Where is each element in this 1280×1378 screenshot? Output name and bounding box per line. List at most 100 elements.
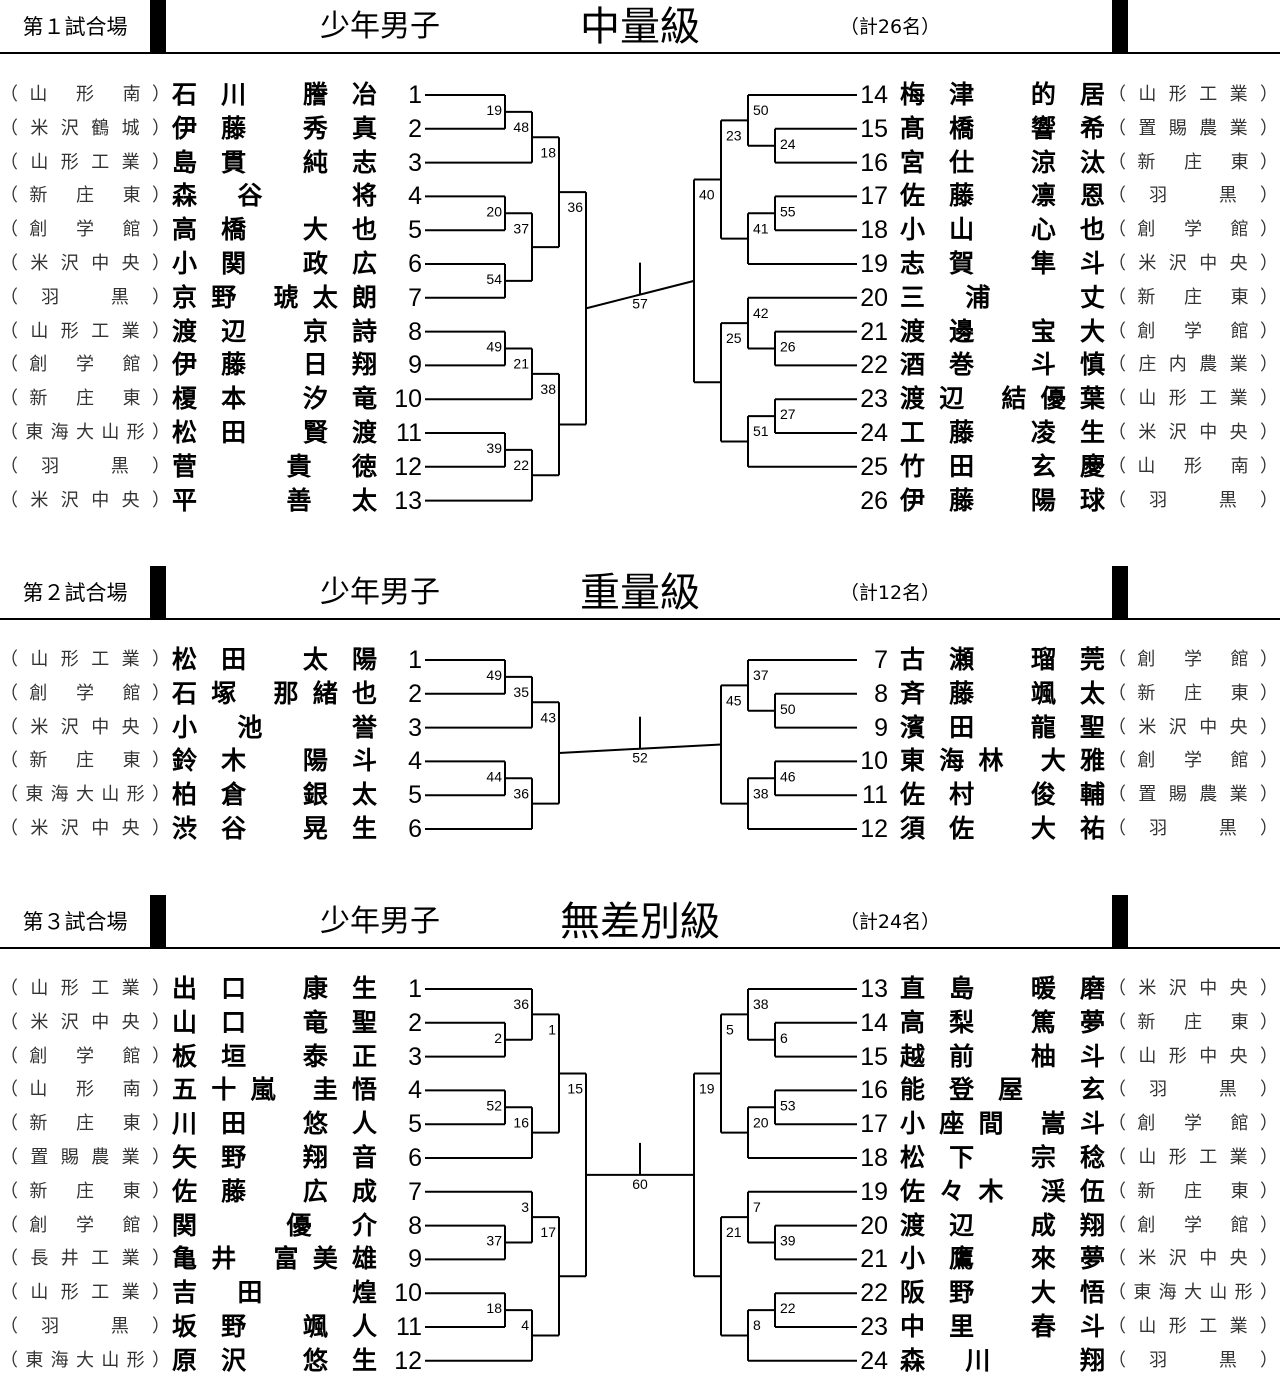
school-name: （東海大山形） bbox=[0, 1349, 170, 1371]
school-name: （山形工業） bbox=[1108, 1316, 1278, 1337]
match-number: 45 bbox=[726, 692, 742, 708]
school-name: （羽 黒） bbox=[0, 286, 170, 308]
match-number: 15 bbox=[567, 1081, 583, 1097]
draw-number: 14 bbox=[860, 81, 888, 109]
athlete-name: 菅 貴徳 bbox=[172, 451, 377, 481]
draw-number: 6 bbox=[408, 815, 422, 843]
athlete-name: 梅津 的居 bbox=[900, 80, 1105, 109]
match-number: 21 bbox=[726, 1224, 742, 1240]
draw-number: 22 bbox=[860, 351, 888, 380]
athlete-name: 伊藤 陽球 bbox=[900, 485, 1105, 515]
match-number: 3 bbox=[521, 1199, 529, 1215]
school-name: （米沢中央） bbox=[0, 1011, 170, 1033]
match-number: 36 bbox=[513, 785, 529, 801]
athlete-name: 小関 政広 bbox=[172, 249, 377, 278]
athlete-name: 小鷹 來夢 bbox=[900, 1244, 1105, 1274]
match-number: 18 bbox=[540, 144, 556, 160]
school-name: （新 庄 東） bbox=[0, 1180, 170, 1202]
match-number: 23 bbox=[726, 127, 742, 143]
school-name: （米沢中央） bbox=[1108, 1248, 1278, 1270]
school-name: （羽 黒） bbox=[1108, 185, 1278, 207]
athlete-name: 松下 宗稔 bbox=[900, 1143, 1105, 1172]
athlete-name: 伊藤 日翔 bbox=[172, 350, 377, 380]
draw-number: 6 bbox=[408, 1144, 422, 1172]
school-name: （置賜農業） bbox=[1108, 784, 1278, 806]
draw-number: 2 bbox=[408, 1008, 422, 1037]
school-name: （新 庄 東） bbox=[0, 1113, 170, 1135]
school-name: （羽 黒） bbox=[1108, 489, 1278, 511]
match-number: 41 bbox=[753, 220, 769, 236]
school-name: （創 学 館） bbox=[1108, 750, 1278, 772]
athlete-name: 松田 賢渡 bbox=[172, 418, 377, 447]
match-number: 40 bbox=[699, 187, 715, 203]
match-number: 60 bbox=[632, 1176, 648, 1192]
match-number: 43 bbox=[540, 709, 556, 725]
school-name: （米沢中央） bbox=[1108, 978, 1278, 999]
athlete-name: 佐村 俊輔 bbox=[900, 780, 1105, 810]
school-name: （羽 黒） bbox=[1108, 1079, 1278, 1101]
draw-number: 13 bbox=[860, 975, 888, 1003]
school-name: （米沢中央） bbox=[0, 253, 170, 274]
match-number: 51 bbox=[753, 423, 769, 439]
draw-number: 4 bbox=[408, 747, 422, 776]
draw-number: 7 bbox=[408, 1177, 422, 1206]
weight-class-title: 無差別級 bbox=[560, 899, 720, 945]
athlete-name: 渡辺 結優葉 bbox=[900, 384, 1105, 414]
draw-number: 23 bbox=[860, 385, 888, 414]
draw-number: 17 bbox=[860, 182, 888, 211]
school-name: （羽 黒） bbox=[0, 1316, 170, 1337]
school-name: （創 学 館） bbox=[1108, 649, 1278, 670]
athlete-name: 川田 悠人 bbox=[172, 1109, 377, 1139]
venue-label: 第２試合場 bbox=[22, 581, 128, 605]
entrant-total: （計12名） bbox=[839, 582, 941, 604]
draw-number: 25 bbox=[860, 452, 888, 481]
athlete-name: 中里 春斗 bbox=[900, 1312, 1105, 1341]
draw-number: 8 bbox=[408, 317, 422, 346]
school-name: （山 形 南） bbox=[0, 84, 170, 105]
athlete-name: 小山 心也 bbox=[900, 215, 1105, 245]
athlete-name: 工藤 凌生 bbox=[900, 418, 1105, 447]
athlete-name: 渡辺 京詩 bbox=[172, 316, 377, 346]
athlete-name: 森川 翔 bbox=[900, 1345, 1105, 1375]
athlete-name: 古瀬 瑠莞 bbox=[900, 645, 1105, 674]
draw-number: 21 bbox=[860, 1245, 888, 1274]
draw-number: 3 bbox=[408, 713, 422, 742]
athlete-name: 鈴木 陽斗 bbox=[172, 746, 377, 776]
school-name: （創 学 館） bbox=[0, 682, 170, 704]
school-name: （山形工業） bbox=[1108, 388, 1278, 410]
draw-number: 16 bbox=[860, 1076, 888, 1105]
bracket-line bbox=[639, 743, 722, 750]
school-name: （新 庄 東） bbox=[1108, 1180, 1278, 1202]
match-number: 50 bbox=[753, 102, 769, 118]
athlete-name: 竹田 玄慶 bbox=[900, 451, 1105, 481]
match-number: 52 bbox=[486, 1097, 502, 1113]
match-number: 17 bbox=[540, 1224, 556, 1240]
match-number: 22 bbox=[780, 1300, 796, 1316]
school-name: （米沢鶴城） bbox=[0, 117, 170, 139]
weight-class-title: 重量級 bbox=[580, 570, 700, 616]
draw-number: 10 bbox=[394, 385, 422, 414]
draw-number: 12 bbox=[394, 452, 422, 481]
athlete-name: 佐藤 広成 bbox=[172, 1176, 377, 1206]
school-name: （山形工業） bbox=[0, 649, 170, 670]
school-name: （新 庄 東） bbox=[1108, 151, 1278, 173]
header-divider bbox=[1112, 566, 1128, 620]
draw-number: 11 bbox=[396, 1313, 422, 1341]
section-header: 第３試合場 少年男子 無差別級 （計24名） bbox=[0, 895, 1280, 949]
athlete-name: 榎本 汐竜 bbox=[172, 384, 377, 414]
draw-number: 8 bbox=[408, 1211, 422, 1240]
athlete-name: 能登屋 玄 bbox=[900, 1075, 1105, 1105]
school-name: （羽 黒） bbox=[1108, 818, 1278, 839]
athlete-name: 五十嵐 圭悟 bbox=[172, 1075, 377, 1105]
draw-number: 11 bbox=[396, 419, 422, 447]
match-number: 44 bbox=[486, 768, 502, 784]
match-number: 37 bbox=[513, 220, 529, 236]
school-name: （新 庄 東） bbox=[1108, 682, 1278, 704]
school-name: （山形工業） bbox=[0, 978, 170, 999]
draw-number: 18 bbox=[860, 216, 888, 245]
school-name: （長井工業） bbox=[0, 1248, 170, 1270]
header-rule bbox=[0, 618, 1280, 620]
athlete-name: 酒巻 斗慎 bbox=[900, 350, 1105, 380]
